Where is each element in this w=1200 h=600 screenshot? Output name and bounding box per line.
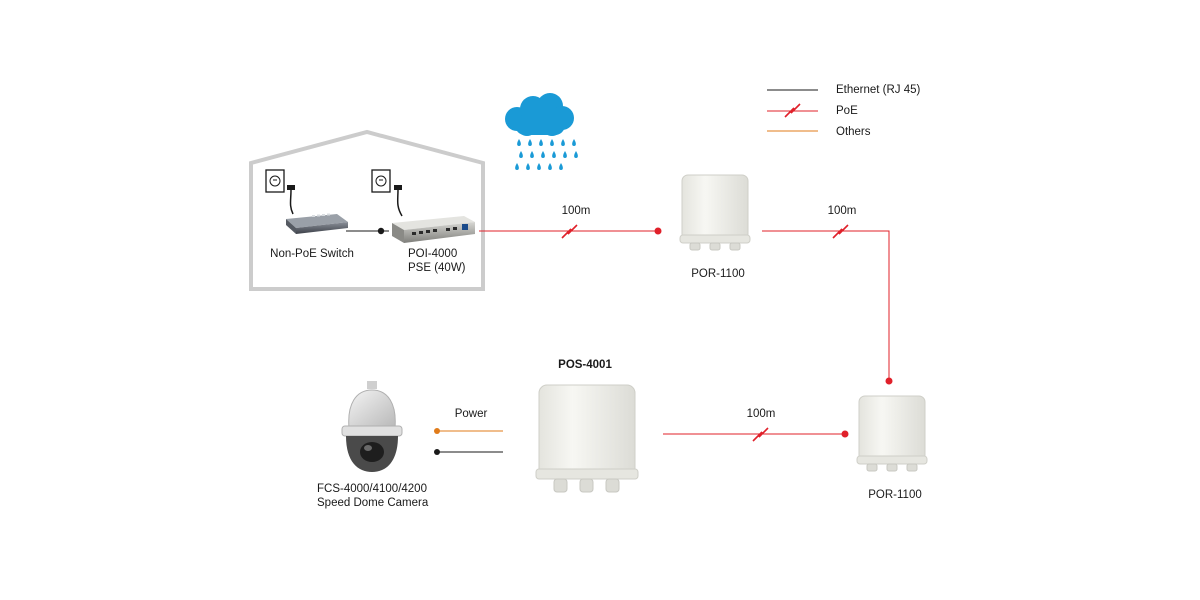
splitter-label: POS-4001 xyxy=(558,359,612,371)
non-poe-switch-device xyxy=(286,213,348,234)
house-outline xyxy=(249,129,485,291)
raindrop xyxy=(572,139,576,146)
poe-link-repeater1-repeater2 xyxy=(762,224,893,385)
pse-model-label: POI-4000 xyxy=(408,248,458,260)
ethernet-link-splitter-camera xyxy=(434,449,503,455)
raindrop xyxy=(526,163,530,170)
legend-ethernet-label: Ethernet (RJ 45) xyxy=(836,84,921,96)
raindrop xyxy=(550,139,554,146)
repeater1-label: POR-1100 xyxy=(691,268,745,280)
por-1100-repeater-bottom xyxy=(856,395,928,472)
raindrop xyxy=(563,151,567,158)
raindrop xyxy=(537,163,541,170)
poi-4000-pse-device xyxy=(392,216,475,243)
poe-link-splitter-repeater2 xyxy=(663,427,849,442)
legend-symbols xyxy=(767,89,818,132)
raindrop xyxy=(530,151,534,158)
raindrop xyxy=(574,151,578,158)
speed-dome-camera-device xyxy=(341,381,403,472)
legend-poe-label: PoE xyxy=(836,105,858,117)
por-1100-repeater-top xyxy=(679,174,751,251)
switch-label: Non-PoE Switch xyxy=(270,248,354,260)
rain-cloud-icon xyxy=(505,93,578,170)
raindrop xyxy=(561,139,565,146)
camera-model-label: FCS-4000/4100/4200 xyxy=(317,483,427,495)
raindrop xyxy=(541,151,545,158)
raindrop xyxy=(552,151,556,158)
ethernet-port-dot xyxy=(377,227,385,235)
pse-power-label: PSE (40W) xyxy=(408,262,466,274)
raindrop xyxy=(548,163,552,170)
camera-type-label: Speed Dome Camera xyxy=(317,497,429,509)
power-outlet-icon xyxy=(265,169,295,215)
legend-poe-line xyxy=(767,103,818,118)
legend-others-label: Others xyxy=(836,126,871,138)
raindrop xyxy=(528,139,532,146)
pos-4001-splitter-device xyxy=(535,384,639,493)
distance-label-pse-repeater1: 100m xyxy=(561,205,591,217)
raindrop xyxy=(559,163,563,170)
poe-link-pse-repeater1 xyxy=(479,224,662,239)
power-link-splitter-camera xyxy=(434,428,503,434)
distance-label-repeater2-splitter: 100m xyxy=(746,408,776,420)
distance-label-repeater1-repeater2: 100m xyxy=(827,205,857,217)
raindrop xyxy=(519,151,523,158)
power-link-label: Power xyxy=(454,408,488,420)
power-outlet-icon xyxy=(371,169,403,217)
raindrop xyxy=(517,139,521,146)
raindrop xyxy=(539,139,543,146)
raindrop xyxy=(515,163,519,170)
repeater2-label: POR-1100 xyxy=(868,489,922,501)
